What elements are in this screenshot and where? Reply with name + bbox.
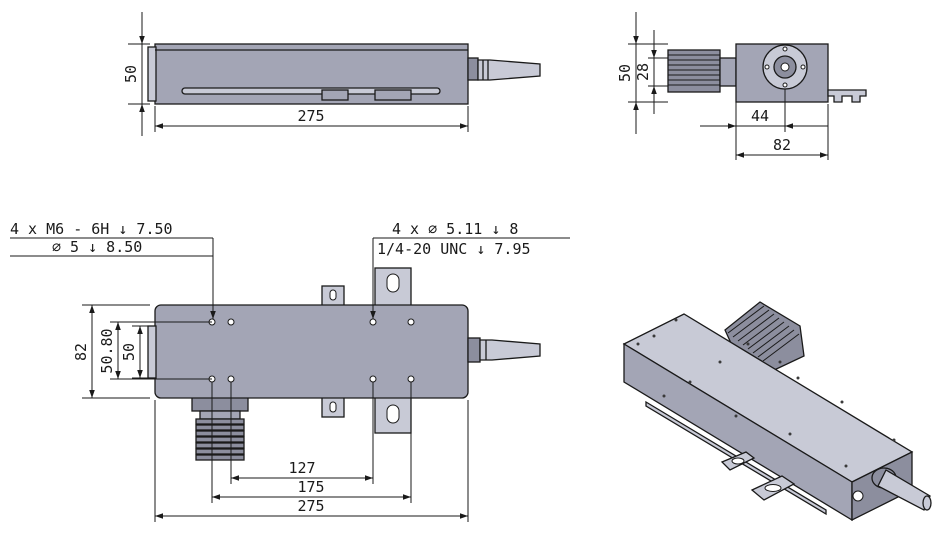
end-view-center-dim: 28 [634, 63, 652, 81]
front-view-note-left-line2: ⌀ 5 ↓ 8.50 [52, 238, 142, 256]
front-view-heatsink-fins [195, 418, 245, 461]
end-view-bracket [827, 89, 867, 103]
front-view-height-inner-dim: 50 [120, 343, 138, 361]
top-view-connector-nut [467, 57, 479, 81]
top-view-tab-right [374, 89, 412, 101]
front-view-dim-127: 127 [288, 459, 315, 477]
front-view: 4 x M6 - 6H ↓ 7.50 ⌀ 5 ↓ 8.50 4 x ⌀ 5.11… [10, 220, 570, 522]
top-view-height-dim: 50 [122, 65, 140, 83]
front-view-body [154, 304, 469, 399]
end-view: 50 28 44 82 [616, 12, 867, 160]
end-view-heatsink-base [719, 57, 737, 87]
front-view-heatsink-base [191, 396, 249, 412]
front-view-connector-cable [479, 339, 541, 361]
iso-connector-cable [877, 469, 931, 511]
isometric-view [622, 301, 932, 522]
front-view-height-outer-dim: 82 [72, 343, 90, 361]
top-view-body [154, 43, 469, 105]
top-view-connector-cable [477, 59, 541, 81]
end-view-offset-dim: 44 [751, 107, 769, 125]
front-view-note-right-line1: 4 x ⌀ 5.11 ↓ 8 [392, 220, 518, 238]
top-view: 50 275 [122, 12, 541, 136]
front-view-note-left-line1: 4 x M6 - 6H ↓ 7.50 [10, 220, 173, 238]
end-view-width-dim: 82 [773, 136, 791, 154]
iso-top-screws [636, 318, 896, 468]
top-view-tab-left [321, 89, 349, 101]
front-view-end-cap [147, 325, 157, 379]
front-view-height-mid-dim: 50.80 [98, 328, 116, 373]
front-view-holes [208, 318, 415, 383]
front-view-dim-175: 175 [297, 478, 324, 496]
end-view-height-dim: 50 [616, 64, 634, 82]
top-view-length-dim: 275 [297, 107, 324, 125]
end-view-heatsink [667, 49, 721, 93]
top-view-end-cap [147, 46, 157, 102]
front-view-length-dim: 275 [297, 497, 324, 515]
front-view-connector-nut [467, 337, 481, 363]
front-view-note-right-line2: 1/4-20 UNC ↓ 7.95 [377, 240, 531, 258]
